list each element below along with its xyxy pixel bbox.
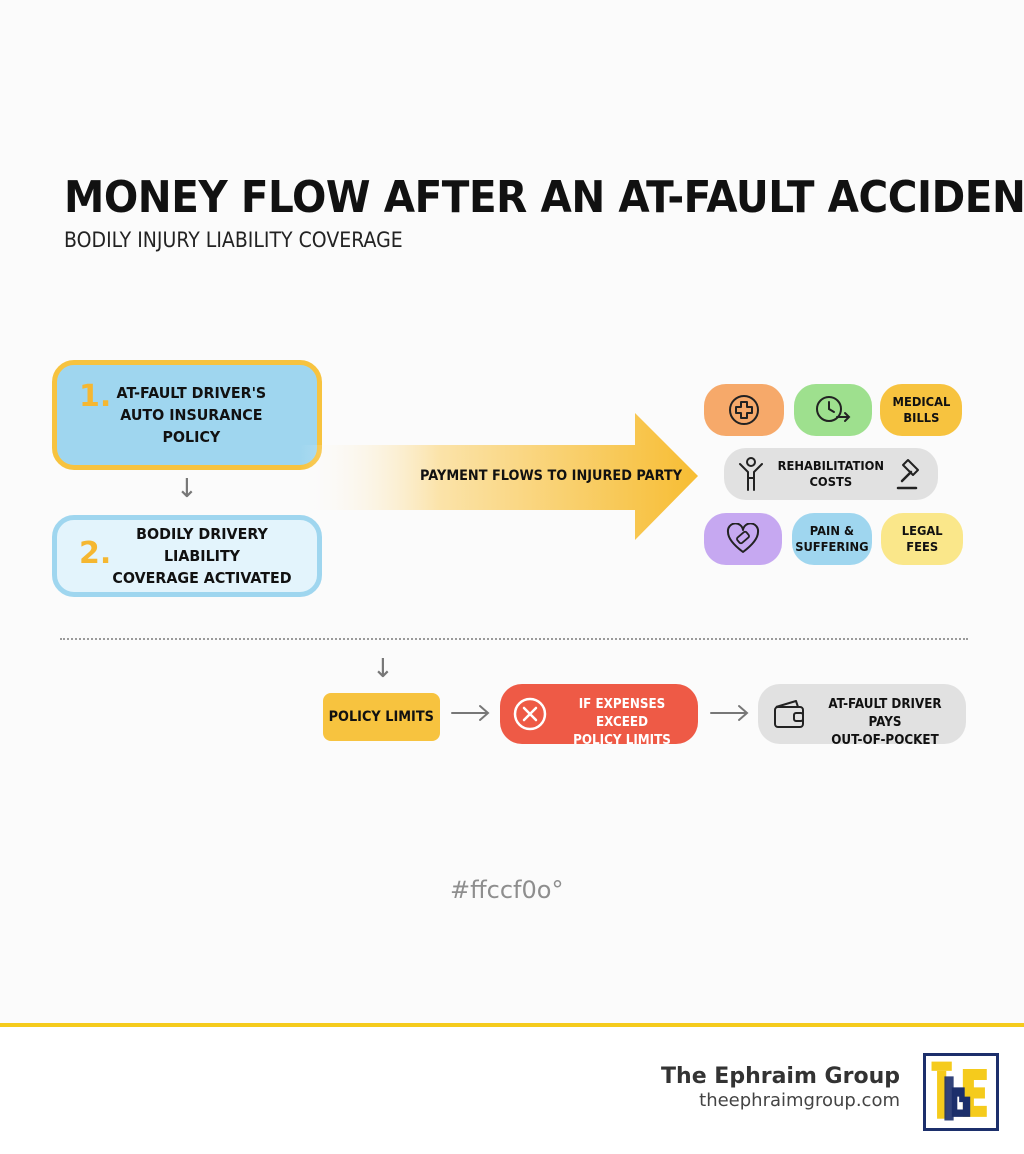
rehabilitation-label: REHABILITATION COSTS — [777, 458, 885, 489]
payment-flow-arrow — [300, 413, 698, 540]
arrow-down-icon: ↓ — [176, 474, 198, 504]
legal-fees-label: LEGAL FEES — [901, 523, 943, 554]
page-subtitle: BODILY INJURY LIABILITY COVERAGE — [64, 228, 403, 252]
medical-cross-icon — [729, 395, 759, 425]
expenses-exceed-label: IF EXPENSES EXCEED POLICY LIMITS — [573, 697, 671, 748]
arrow-down-icon: ↓ — [372, 654, 394, 684]
driver-pays-box: AT-FAULT DRIVER PAYS OUT-OF-POCKET — [758, 684, 966, 748]
footer — [0, 1027, 1024, 1154]
medical-bills-pill: MEDICAL BILLS — [880, 384, 962, 436]
heart-bandage-icon — [726, 523, 760, 553]
policy-limits-label: POLICY LIMITS — [328, 709, 435, 725]
x-circle-icon — [513, 697, 547, 731]
footer-divider — [0, 1023, 1024, 1027]
brand-url[interactable]: theephraimgroup.com — [699, 1090, 900, 1111]
wallet-icon — [774, 700, 804, 728]
brand-name: The Ephraim Group — [661, 1064, 900, 1089]
step-coverage-activated: 2. BODILY DRIVERY LIABILITY COVERAGE ACT… — [52, 515, 322, 597]
rehabilitation-pill: REHABILITATION COSTS — [724, 448, 938, 500]
time-pill — [794, 384, 872, 436]
page-title: MONEY FLOW AFTER AN AT-FAULT ACCIDENT — [64, 172, 1024, 223]
step-insurance-policy: 1. AT-FAULT DRIVER'S AUTO INSURANCE POLI… — [52, 360, 322, 470]
step-label: BODILY DRIVERY LIABILITY COVERAGE ACTIVA… — [112, 525, 292, 587]
step-label: AT-FAULT DRIVER'S AUTO INSURANCE POLICY — [116, 384, 266, 446]
hex-color-label: #ffccf0o° — [450, 876, 564, 904]
policy-limits-box: POLICY LIMITS — [323, 693, 440, 741]
heart-pill — [704, 513, 782, 565]
expenses-exceed-box: IF EXPENSES EXCEED POLICY LIMITS — [500, 684, 698, 748]
pain-suffering-pill: PAIN & SUFFERING — [792, 513, 872, 565]
person-rehab-icon — [739, 457, 763, 491]
section-divider — [60, 638, 968, 640]
medical-bills-label: MEDICAL BILLS — [892, 394, 950, 425]
flow-label: PAYMENT FLOWS TO INJURED PARTY — [420, 468, 683, 484]
arrow-right-icon — [710, 705, 749, 721]
step-number: 2. — [79, 536, 112, 571]
clock-arrow-icon — [816, 396, 851, 422]
medical-pill — [704, 384, 784, 436]
legal-fees-pill: LEGAL FEES — [881, 513, 963, 565]
pain-suffering-label: PAIN & SUFFERING — [795, 523, 869, 554]
driver-pays-label: AT-FAULT DRIVER PAYS OUT-OF-POCKET — [828, 697, 942, 748]
arrow-right-icon — [451, 705, 490, 721]
company-logo — [923, 1053, 999, 1131]
step-number: 1. — [79, 379, 112, 414]
gavel-icon — [896, 459, 919, 490]
